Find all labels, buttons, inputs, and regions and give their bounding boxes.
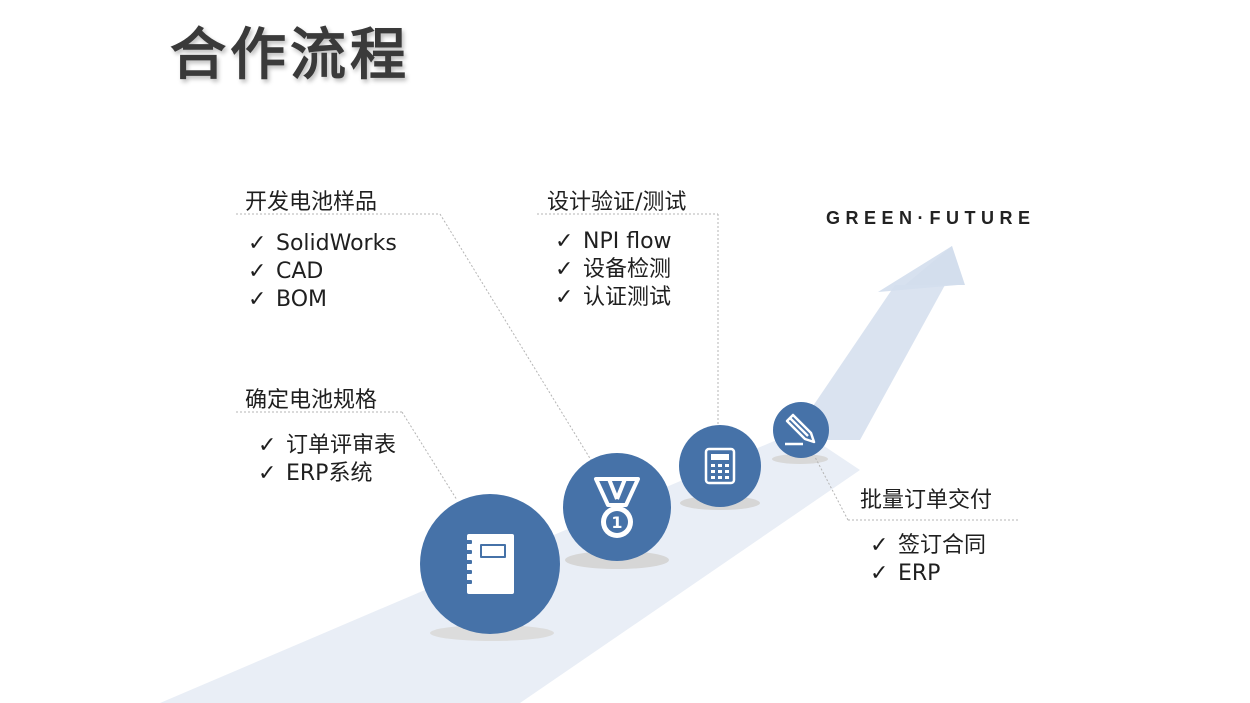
growth-arrow-shaft	[790, 285, 945, 440]
step-1-circle	[420, 494, 560, 634]
list-item: ✓BOM	[248, 287, 328, 312]
svg-text:1: 1	[611, 513, 622, 532]
list-item: ✓NPI flow	[555, 229, 672, 254]
shadow-step-4	[772, 454, 828, 464]
check-icon: ✓	[870, 533, 889, 558]
check-icon: ✓	[555, 285, 574, 310]
medal-icon: 1	[563, 453, 671, 561]
pencil-icon	[773, 402, 829, 458]
step-4-checklist: ✓签订合同 ✓ERP	[870, 532, 986, 588]
list-item: ✓ERP系统	[258, 461, 373, 486]
list-item: ✓订单评审表	[258, 433, 397, 458]
step-2-checklist: ✓SolidWorks ✓CAD ✓BOM	[248, 230, 397, 314]
step-2-circle: 1	[563, 453, 671, 561]
check-icon: ✓	[248, 231, 267, 256]
leader-step-1	[401, 411, 458, 501]
notebook-icon	[420, 494, 560, 634]
step-4-title: 批量订单交付	[860, 488, 993, 513]
brand-word-right: FUTURE	[929, 208, 1036, 228]
page-title: 合作流程	[170, 23, 410, 88]
step-3-circle	[679, 425, 761, 507]
brand-word-left: GREEN	[826, 208, 918, 228]
step-4-circle	[773, 402, 829, 458]
list-item: ✓CAD	[248, 259, 324, 284]
check-icon: ✓	[555, 229, 574, 254]
list-item: ✓设备检测	[555, 257, 672, 282]
list-item: ✓签订合同	[870, 533, 987, 558]
check-icon: ✓	[258, 461, 277, 486]
step-2-title: 开发电池样品	[245, 190, 378, 215]
step-3-checklist: ✓NPI flow ✓设备检测 ✓认证测试	[555, 228, 672, 312]
check-icon: ✓	[870, 561, 889, 586]
list-item: ✓ERP	[870, 561, 941, 586]
calculator-icon	[679, 425, 761, 507]
check-icon: ✓	[258, 433, 277, 458]
list-item: ✓SolidWorks	[248, 231, 397, 256]
brand-separator: ·	[917, 208, 930, 228]
check-icon: ✓	[248, 259, 267, 284]
list-item: ✓认证测试	[555, 285, 672, 310]
check-icon: ✓	[248, 287, 267, 312]
leader-step-2	[439, 213, 592, 461]
brand-logo: GREEN·FUTURE	[826, 208, 1036, 229]
step-1-checklist: ✓订单评审表 ✓ERP系统	[258, 432, 396, 488]
step-3-title: 设计验证/测试	[547, 190, 687, 215]
step-1-title: 确定电池规格	[245, 388, 378, 413]
growth-arrow-tip	[905, 246, 965, 285]
check-icon: ✓	[555, 257, 574, 282]
